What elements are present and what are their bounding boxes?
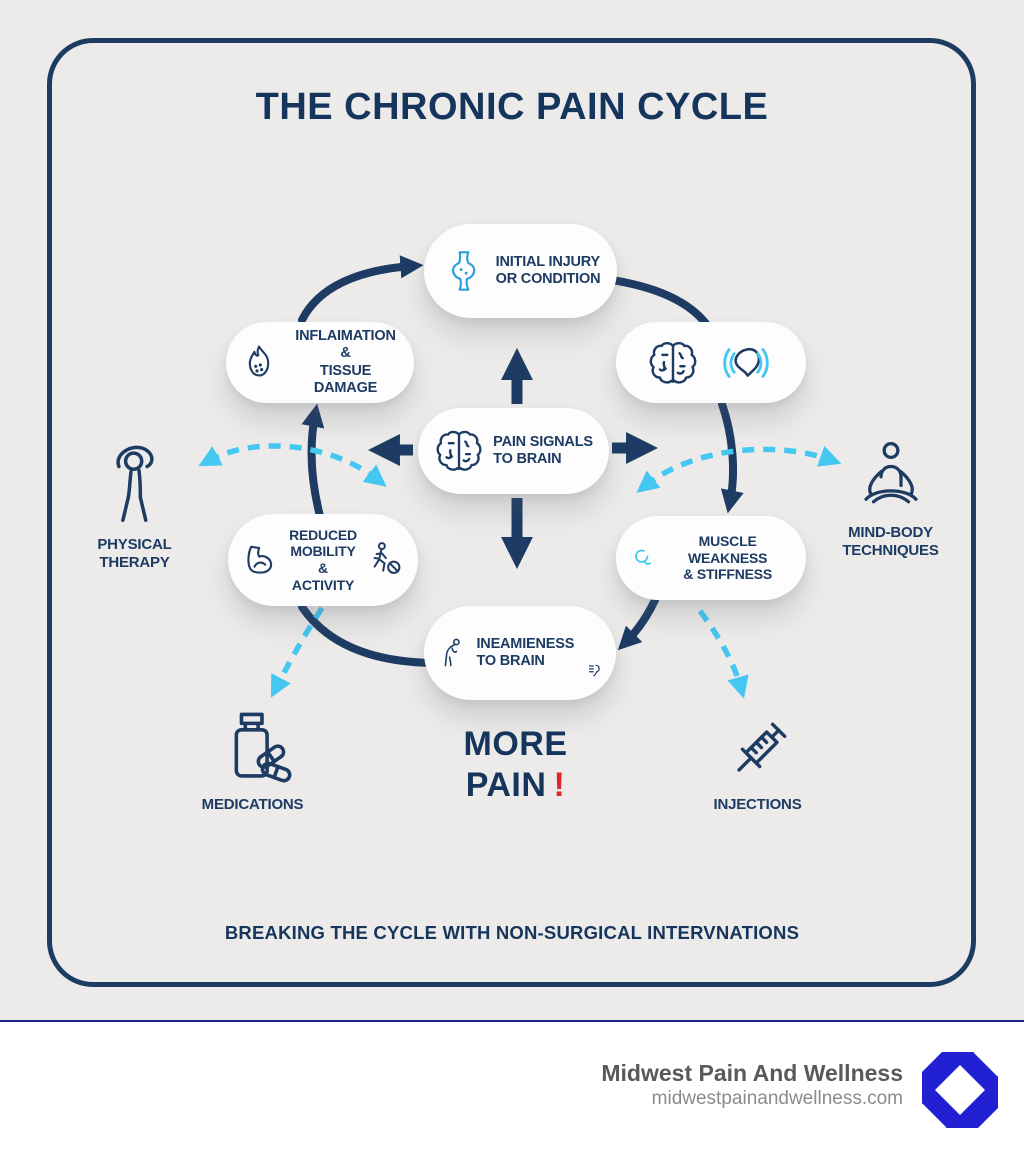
pill-inflammation: INFLAIMATION & TISSUE DAMAGE (226, 322, 414, 403)
exclamation-mark: ! (553, 765, 566, 804)
pill-pain-signals: PAIN SIGNALS TO BRAIN (418, 408, 609, 494)
pill-label-line: REDUCED (289, 526, 357, 543)
footer: Midwest Pain And Wellness midwestpainand… (0, 1020, 1024, 1154)
intervention-mind-body: MIND-BODY TECHNIQUES (833, 438, 948, 560)
joint-icon (451, 251, 475, 291)
brain-icon (436, 430, 482, 471)
intervention-label: MEDICATIONS (201, 796, 304, 813)
dashed-arrow-injections (697, 609, 749, 699)
pain-wave-icon (723, 347, 769, 378)
syringe-icon (736, 722, 786, 772)
intervention-label: INJECTIONS (713, 796, 802, 813)
pill-label-line: TISSUE DAMAGE (313, 362, 378, 396)
brand-url: midwestpainandwellness.com (651, 1088, 903, 1110)
bicep-icon (247, 545, 273, 574)
footer-text: Midwest Pain And Wellness midwestpainand… (601, 1060, 903, 1110)
flame-icon (248, 345, 270, 377)
pill-bottle-icon (234, 712, 291, 783)
no-running-icon (373, 542, 401, 574)
pill-label-line: MUSCLE WEAKNESS (687, 533, 768, 566)
intervention-label-line: THERAPY (99, 554, 170, 571)
diamond-logo (920, 1050, 1000, 1130)
pill-label-line: TO BRAIN (476, 653, 545, 669)
pill-pain-transmission (616, 322, 806, 403)
arc-inflammation-to-injury (298, 255, 424, 324)
ear-waves-icon (589, 664, 600, 677)
intervention-label-line: PHYSICAL (97, 536, 172, 553)
stretching-person-icon (115, 445, 154, 523)
pill-muscle-weakness: MUSCLE WEAKNESS & STIFFNESS (616, 516, 806, 600)
pill-label-line: OR CONDITION (495, 271, 601, 287)
bottom-caption: BREAKING THE CYCLE WITH NON-SURGICAL INT… (224, 922, 800, 943)
arc-reduced-to-inflammation (301, 403, 325, 520)
pill-label-line: TO BRAIN (493, 451, 562, 467)
more-pain-line: MORE (463, 725, 568, 763)
intervention-label-line: MIND-BODY (848, 524, 933, 541)
dashed-arrow-mind-body (636, 445, 842, 493)
more-pain-note: MORE PAIN! (428, 724, 603, 806)
hunched-person-icon (444, 638, 460, 667)
pill-unawareness: INEAMIENESS TO BRAIN (424, 606, 616, 700)
intervention-injections: INJECTIONS (705, 712, 810, 814)
card-border (47, 38, 976, 987)
more-pain-line: PAIN! (428, 765, 603, 806)
intervention-label-line: TECHNIQUES (842, 542, 939, 559)
pill-reduced-mobility: REDUCED MOBILITY & ACTIVITY (228, 514, 418, 606)
more-pain-word: PAIN (465, 765, 547, 804)
dashed-arrow-medications (270, 606, 325, 698)
pill-label-line: MOBILITY (290, 543, 356, 560)
muscle-spasm-icon (635, 549, 651, 566)
meditation-icon (863, 442, 918, 504)
intervention-physical-therapy: PHYSICAL THERAPY (72, 438, 197, 572)
pill-label-line: & ACTIVITY (291, 560, 355, 593)
intervention-medications: MEDICATIONS (200, 708, 305, 814)
arc-muscle-to-unawareness (617, 596, 659, 651)
brand-name: Midwest Pain And Wellness (601, 1060, 903, 1086)
arc-reduced-to-unawareness (298, 603, 442, 667)
pill-label-line: INITIAL INJURY (495, 253, 601, 270)
dashed-arrow-physical-therapy (198, 443, 387, 487)
pill-label-line: PAIN SIGNALS (493, 433, 593, 450)
brain-icon (649, 341, 697, 384)
pill-label-line: & STIFFNESS (683, 566, 773, 583)
pill-label-line: INFLAIMATION & (295, 328, 396, 362)
page-title: THE CHRONIC PAIN CYCLE (255, 86, 769, 128)
pill-initial-injury: INITIAL INJURY OR CONDITION (424, 224, 617, 318)
pill-label-line: INEAMIENESS (476, 635, 575, 652)
